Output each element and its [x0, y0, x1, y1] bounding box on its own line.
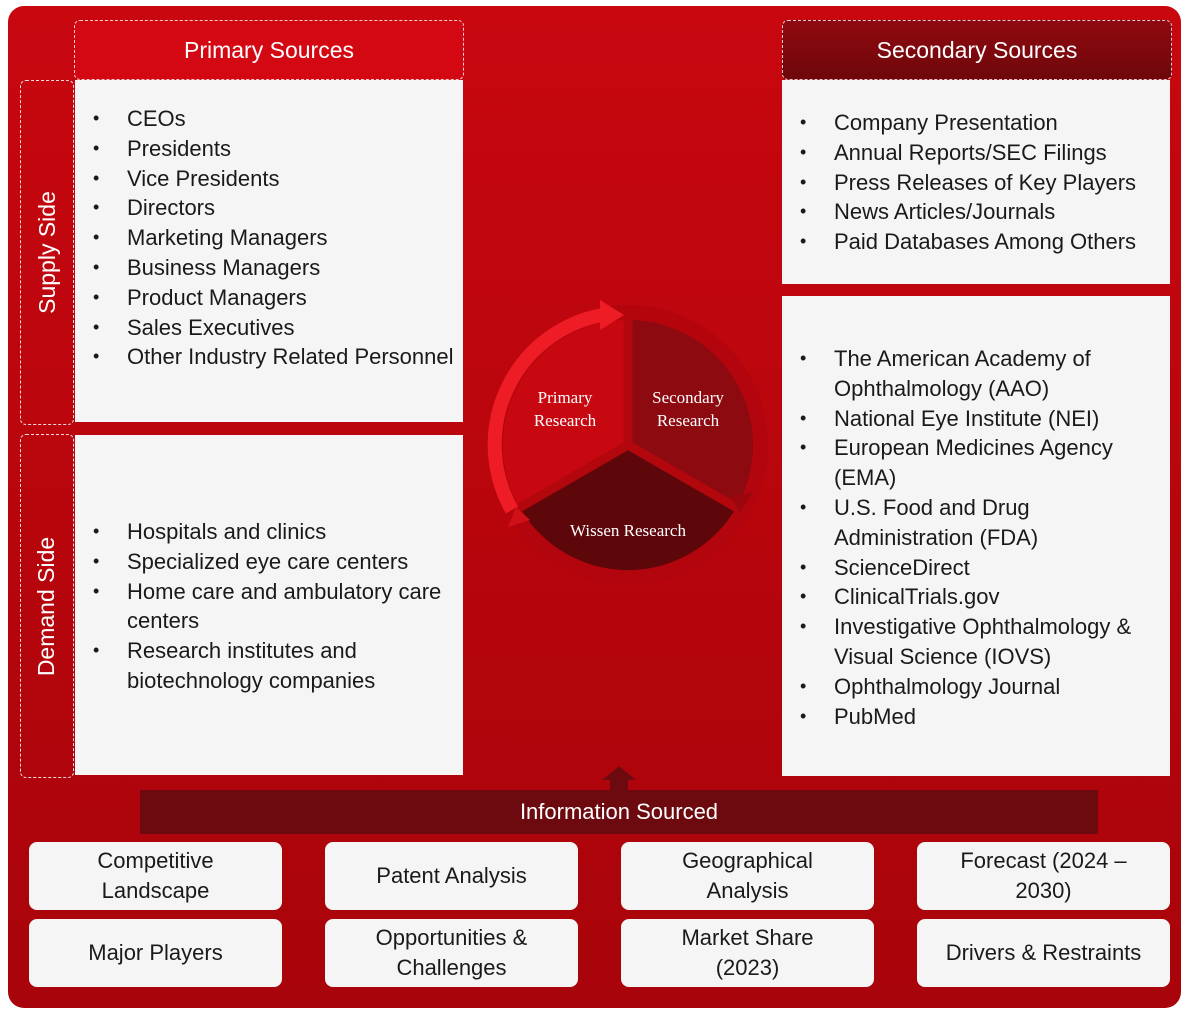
cycle-arrow-head-icon	[600, 300, 624, 330]
secondary-general-item: Annual Reports/SEC Filings	[782, 138, 1170, 168]
primary-sources-header: Primary Sources	[74, 20, 464, 80]
secondary-general-list: Company PresentationAnnual Reports/SEC F…	[782, 108, 1170, 257]
demand-side-text: Demand Side	[33, 536, 60, 676]
supply-side-item: Sales Executives	[75, 313, 463, 343]
segment-divider	[509, 441, 631, 516]
demand-side-item: Specialized eye care centers	[75, 547, 463, 577]
information-sourced-label: Information Sourced	[519, 799, 719, 824]
supply-side-text: Supply Side	[33, 191, 60, 314]
research-cycle-diagram: Primary Research Secondary Research Wiss…	[487, 300, 768, 585]
info-tile-text: Analysis	[706, 878, 789, 903]
supply-side-list: CEOsPresidentsVice PresidentsDirectorsMa…	[75, 104, 463, 372]
secondary-specific-item: PubMed	[782, 702, 1170, 732]
cycle-arrow-arc	[487, 307, 609, 514]
info-tile-text: Forecast (2024 –	[960, 848, 1127, 873]
info-tile-text: Competitive	[97, 848, 214, 873]
info-tile-text: Geographical	[682, 848, 813, 873]
supply-side-item: Directors	[75, 193, 463, 223]
up-arrow-icon	[602, 766, 636, 794]
demand-side-list: Hospitals and clinicsSpecialized eye car…	[75, 517, 463, 696]
demand-side-item: Research institutes and biotechnology co…	[75, 636, 463, 696]
supply-side-box: CEOsPresidentsVice PresidentsDirectorsMa…	[75, 80, 463, 422]
secondary-specific-item: European Medicines Agency (EMA)	[782, 433, 1170, 493]
supply-side-label: Supply Side	[20, 80, 74, 425]
secondary-specific-item: National Eye Institute (NEI)	[782, 404, 1170, 434]
secondary-specific-item: ScienceDirect	[782, 553, 1170, 583]
info-tile: Forecast (2024 – 2030)	[917, 842, 1170, 910]
demand-side-item: Hospitals and clinics	[75, 517, 463, 547]
info-tile-text: Opportunities &	[375, 925, 528, 950]
supply-side-item: Product Managers	[75, 283, 463, 313]
demand-side-item: Home care and ambulatory care centers	[75, 577, 463, 637]
secondary-sources-title: Secondary Sources	[876, 36, 1078, 63]
supply-side-item: Other Industry Related Personnel	[75, 342, 463, 372]
demand-side-box: Hospitals and clinicsSpecialized eye car…	[75, 435, 463, 775]
cycle-arrow-head-icon	[508, 507, 530, 527]
secondary-specific-list: The American Academy of Ophthalmology (A…	[782, 344, 1170, 731]
info-tile-text: Drivers & Restraints	[945, 940, 1142, 965]
info-tile: Major Players	[29, 919, 282, 987]
secondary-specific-item: The American Academy of Ophthalmology (A…	[782, 344, 1170, 404]
primary-research-label-line1: Primary	[538, 388, 593, 407]
primary-sources-title: Primary Sources	[184, 36, 354, 63]
secondary-general-box: Company PresentationAnnual Reports/SEC F…	[782, 80, 1170, 284]
info-tile-text: (2023)	[715, 955, 780, 980]
info-tile: Market Share (2023)	[621, 919, 874, 987]
segment-divider	[625, 441, 747, 516]
cycle-arrow-head-icon	[730, 492, 753, 513]
secondary-specific-item: U.S. Food and Drug Administration (FDA)	[782, 493, 1170, 553]
secondary-general-item: Paid Databases Among Others	[782, 227, 1170, 257]
supply-side-item: Business Managers	[75, 253, 463, 283]
info-tile-text: Patent Analysis	[376, 863, 527, 888]
supply-side-item: Vice Presidents	[75, 164, 463, 194]
info-tile: Opportunities & Challenges	[325, 919, 578, 987]
supply-side-item: Presidents	[75, 134, 463, 164]
secondary-specific-box: The American Academy of Ophthalmology (A…	[782, 296, 1170, 776]
info-tile-text: Challenges	[396, 955, 507, 980]
secondary-research-label-line2: Research	[657, 411, 720, 430]
info-tile-text: 2030)	[1015, 878, 1072, 903]
secondary-general-item: News Articles/Journals	[782, 197, 1170, 227]
information-sourced-bar: Information Sourced	[140, 790, 1098, 834]
secondary-research-label-line1: Secondary	[652, 388, 724, 407]
secondary-specific-item: Ophthalmology Journal	[782, 672, 1170, 702]
supply-side-item: Marketing Managers	[75, 223, 463, 253]
supply-side-item: CEOs	[75, 104, 463, 134]
info-tile-text: Market Share	[681, 925, 814, 950]
info-tile-text: Major Players	[88, 940, 223, 965]
secondary-specific-item: Investigative Ophthalmology & Visual Sci…	[782, 612, 1170, 672]
secondary-specific-item: ClinicalTrials.gov	[782, 582, 1170, 612]
secondary-general-item: Company Presentation	[782, 108, 1170, 138]
wissen-research-label: Wissen Research	[570, 521, 686, 540]
secondary-sources-header: Secondary Sources	[782, 20, 1172, 80]
demand-side-label: Demand Side	[20, 434, 74, 778]
info-tile: Patent Analysis	[325, 842, 578, 910]
info-tile-text: Landscape	[101, 878, 210, 903]
secondary-general-item: Press Releases of Key Players	[782, 168, 1170, 198]
info-tile: Drivers & Restraints	[917, 919, 1170, 987]
primary-research-label-line2: Research	[534, 411, 597, 430]
